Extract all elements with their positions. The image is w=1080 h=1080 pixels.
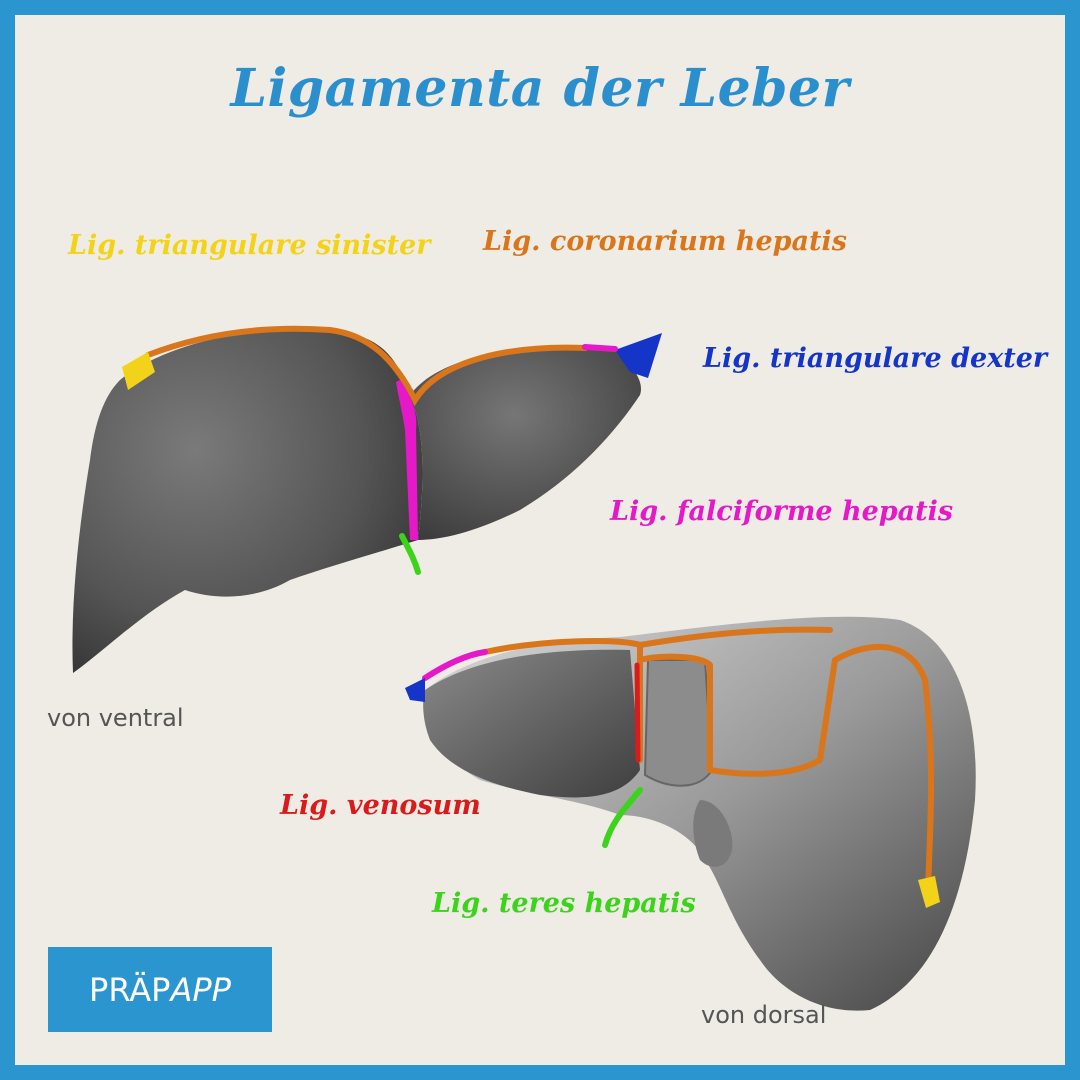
liver-ventral-view [72,325,662,673]
triangular-sinister-ventral [122,352,155,390]
liver-dorsal-view [405,616,976,1011]
logo-text-italic: APP [170,970,231,1009]
triangular-sinister-dorsal [918,876,940,908]
teres-ligament-dorsal [602,787,643,848]
coronary-ligament-dorsal-top [637,626,833,648]
label-coronarium-hepatis: Lig. coronarium hepatis [483,226,847,257]
triangular-dexter-ventral [615,333,662,378]
label-von-dorsal: von dorsal [701,1001,827,1029]
page-title: Ligamenta der Leber [230,58,850,119]
triangular-dexter-dorsal [405,678,425,702]
caudate-lobe [643,659,714,787]
label-triangulare-dexter: Lig. triangulare dexter [703,343,1048,374]
liver-ventral-left-lobe [410,347,641,540]
falciform-dorsal [422,649,488,681]
label-triangulare-sinister: Lig. triangulare sinister [68,230,431,261]
liver-ventral-right-lobe [72,329,423,673]
coronary-ligament-ventral [145,325,588,407]
label-von-ventral: von ventral [47,704,184,732]
gallbladder [693,800,733,867]
coronary-ligament-dorsal [482,637,935,893]
label-falciforme-hepatis: Lig. falciforme hepatis [610,496,954,527]
venosum-ligament [634,662,641,763]
liver-dorsal-left-lobe [423,649,640,798]
falciform-ligament [396,380,418,540]
teres-ligament-ventral [399,533,421,575]
logo-text-bold: PRÄP [89,970,171,1009]
label-teres-hepatis: Lig. teres hepatis [432,888,696,919]
falciform-top-ventral [582,344,618,352]
label-venosum: Lig. venosum [280,790,481,821]
